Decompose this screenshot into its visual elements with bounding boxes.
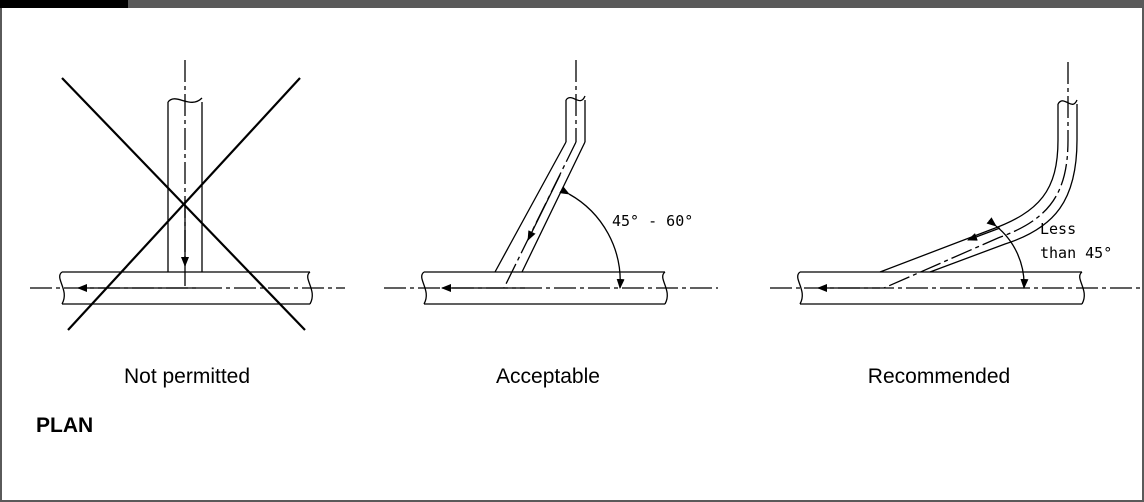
header-bar (0, 0, 1144, 8)
caption-recommended: Recommended (867, 365, 1011, 388)
angle-dimension: Less than 45° (986, 217, 1112, 289)
section-label: PLAN (36, 414, 94, 437)
caption-acceptable: Acceptable (496, 365, 600, 388)
diagram-not-permitted (30, 60, 345, 331)
angle-label-line2: than 45° (1040, 244, 1112, 262)
header-accent (0, 0, 128, 8)
branch-pipe (494, 60, 586, 289)
angle-label: 45° - 60° (612, 212, 693, 230)
main-pipe (384, 271, 718, 305)
angle-label-line1: Less (1040, 220, 1076, 238)
diagram-recommended: Less than 45° (770, 62, 1140, 305)
branch-pipe (167, 60, 203, 288)
diagram-acceptable: 45° - 60° (384, 60, 718, 305)
not-permitted-cross (61, 77, 306, 331)
caption-not-permitted: Not permitted (123, 365, 251, 388)
angle-dimension: 45° - 60° (559, 186, 693, 289)
